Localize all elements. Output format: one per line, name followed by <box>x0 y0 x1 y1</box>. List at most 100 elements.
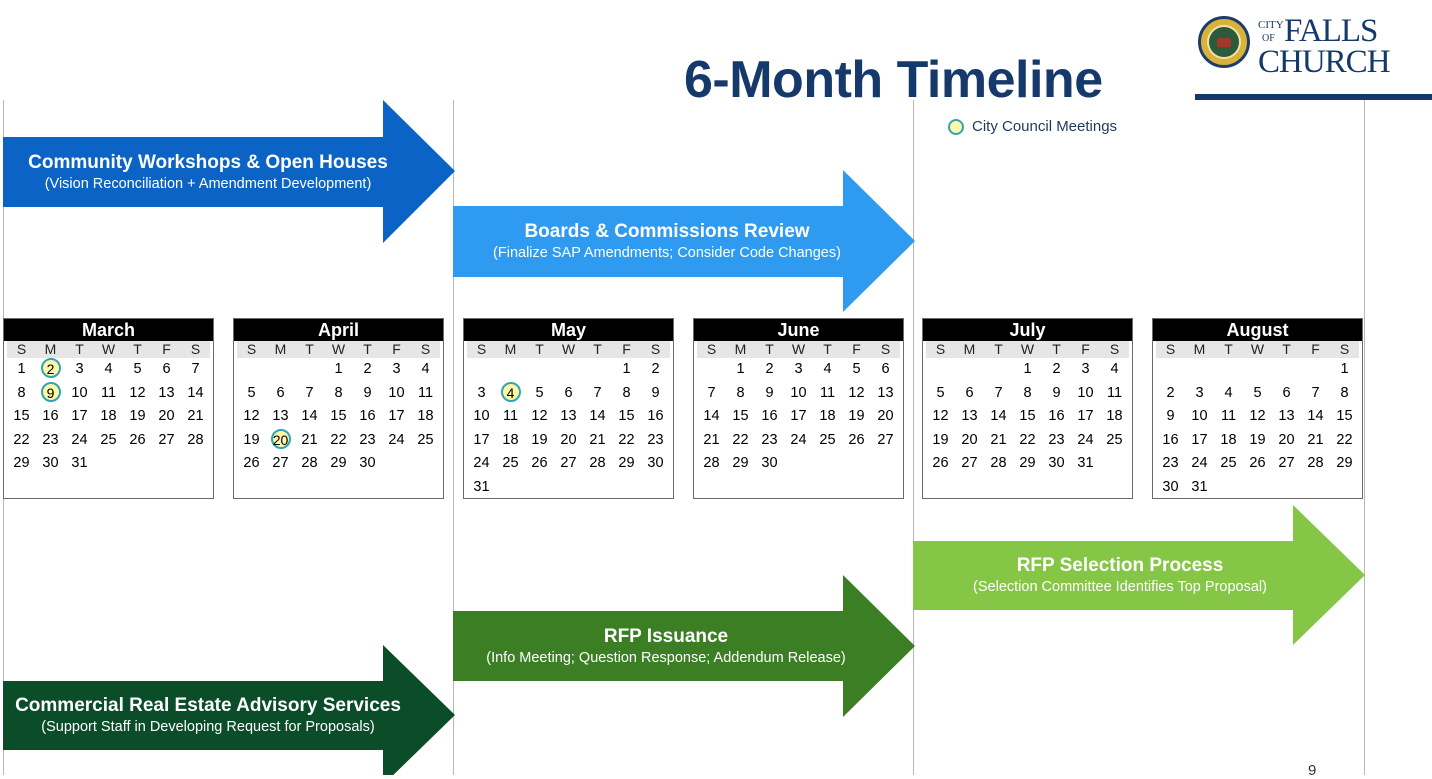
calendar-day: 28 <box>697 452 726 476</box>
weekday-label: S <box>926 341 955 358</box>
weekday-label: S <box>697 341 726 358</box>
calendar-day: 13 <box>955 405 984 429</box>
city-seal-icon <box>1198 16 1250 68</box>
calendar-day: 27 <box>554 452 583 476</box>
calendar-day: 2 <box>353 358 382 382</box>
calendar-day: 30 <box>36 452 65 476</box>
calendar-empty-cell <box>1243 358 1272 382</box>
calendar-day-number: 14 <box>1307 408 1324 424</box>
weekday-label: M <box>496 341 525 358</box>
arrow-cre-advisory <box>3 645 455 775</box>
calendar-day-number: 23 <box>42 431 59 448</box>
calendar-day: 8 <box>726 382 755 406</box>
calendar-day: 2 <box>1156 382 1185 406</box>
calendar-day: 10 <box>65 382 94 406</box>
calendar-empty-cell <box>237 358 266 382</box>
calendar-day: 9 <box>641 382 670 406</box>
calendar-day-number: 24 <box>1191 455 1208 471</box>
calendar-day-number: 5 <box>133 361 142 377</box>
calendar-day-number: 21 <box>187 408 204 424</box>
calendar-day-number: 1 <box>1340 361 1349 377</box>
calendar-day-number: 21 <box>589 431 606 448</box>
calendar-day-number: 30 <box>1162 478 1179 495</box>
arrow-subtitle: (Finalize SAP Amendments; Consider Code … <box>493 245 841 261</box>
calendar-day-number: 20 <box>270 428 291 449</box>
calendar-day-number: 29 <box>1019 455 1036 471</box>
calendar-month-title: June <box>694 319 903 341</box>
calendar-day: 4 <box>1100 358 1129 382</box>
calendar-day: 20 <box>871 405 900 429</box>
weekday-label: S <box>7 341 36 358</box>
calendar-day-number: 18 <box>417 408 434 424</box>
calendar-day-number: 10 <box>790 384 807 401</box>
calendar-day-number: 17 <box>1191 431 1208 448</box>
calendar-day-number: 14 <box>703 408 720 424</box>
calendar-day-number: 10 <box>71 384 88 401</box>
calendar-day-number: 9 <box>40 381 61 402</box>
calendar-day-number: 1 <box>622 361 631 377</box>
calendar-day-number: 7 <box>1311 384 1320 401</box>
arrow-rfp-selection <box>913 505 1365 645</box>
calendar-day-number: 27 <box>877 431 894 448</box>
calendar-day: 27 <box>152 429 181 453</box>
calendar-day-number: 9 <box>363 384 372 401</box>
calendar-day: 22 <box>1013 429 1042 453</box>
calendar-day: 24 <box>382 429 411 453</box>
calendar-day: 7 <box>295 382 324 406</box>
calendar-day: 2 <box>755 358 784 382</box>
calendar-day-number: 31 <box>473 478 490 495</box>
calendar-day-number: 14 <box>990 408 1007 424</box>
calendar-day: 29 <box>726 452 755 476</box>
calendar-day-number: 1 <box>1023 361 1032 377</box>
weekday-label: T <box>123 341 152 358</box>
legend: City Council Meetings <box>948 118 1117 135</box>
calendar-day: 25 <box>411 429 440 453</box>
calendar-day-number: 19 <box>932 431 949 448</box>
calendar-day-number: 19 <box>129 408 146 424</box>
divider-line <box>1364 100 1365 775</box>
calendar-day: 3 <box>784 358 813 382</box>
calendar-day-number: 13 <box>1278 408 1295 424</box>
calendar-day: 26 <box>926 452 955 476</box>
page-title: 6-Month Timeline <box>684 51 1103 109</box>
calendar-day: 30 <box>353 452 382 476</box>
calendar-day: 24 <box>467 452 496 476</box>
weekday-label: W <box>554 341 583 358</box>
calendar-day-number: 26 <box>848 431 865 448</box>
calendar-day: 16 <box>1156 429 1185 453</box>
calendar-day: 21 <box>181 405 210 429</box>
calendar-day-number: 12 <box>1249 408 1266 424</box>
calendar-day-number: 13 <box>877 384 894 401</box>
calendar-day-number: 1 <box>334 361 343 377</box>
calendar-day-number: 12 <box>243 408 260 424</box>
calendar-day: 6 <box>1272 382 1301 406</box>
calendar-day-number: 11 <box>819 384 836 401</box>
calendar-day-number: 3 <box>1081 361 1090 377</box>
calendar-day: 19 <box>237 429 266 453</box>
calendar-day: 3 <box>467 382 496 406</box>
calendar-day: 16 <box>36 405 65 429</box>
calendar-day: 10 <box>467 405 496 429</box>
calendar-day: 26 <box>1243 452 1272 476</box>
calendar-day: 28 <box>984 452 1013 476</box>
arrow-rfp-issuance-label: RFP Issuance (Info Meeting; Question Res… <box>453 611 879 681</box>
calendar-day-number: 28 <box>301 455 318 471</box>
calendar-day-number: 3 <box>477 384 486 401</box>
calendar-day: 28 <box>181 429 210 453</box>
calendar-day: 5 <box>1243 382 1272 406</box>
calendar-day: 28 <box>1301 452 1330 476</box>
calendar-day: 30 <box>1042 452 1071 476</box>
calendar-day-number: 2 <box>765 361 774 377</box>
calendar-day: 8 <box>612 382 641 406</box>
calendar-month-title: May <box>464 319 673 341</box>
calendar-day: 10 <box>1185 405 1214 429</box>
calendar-day-number: 27 <box>560 455 577 471</box>
arrow-boards-commissions-label: Boards & Commissions Review (Finalize SA… <box>453 206 881 277</box>
calendar-day: 6 <box>871 358 900 382</box>
calendar-day-number: 22 <box>1019 431 1036 448</box>
calendar-day-number: 29 <box>618 455 635 471</box>
calendar-day-number: 18 <box>502 431 519 448</box>
calendar-day-number: 17 <box>388 408 405 424</box>
calendar-day: 5 <box>123 358 152 382</box>
